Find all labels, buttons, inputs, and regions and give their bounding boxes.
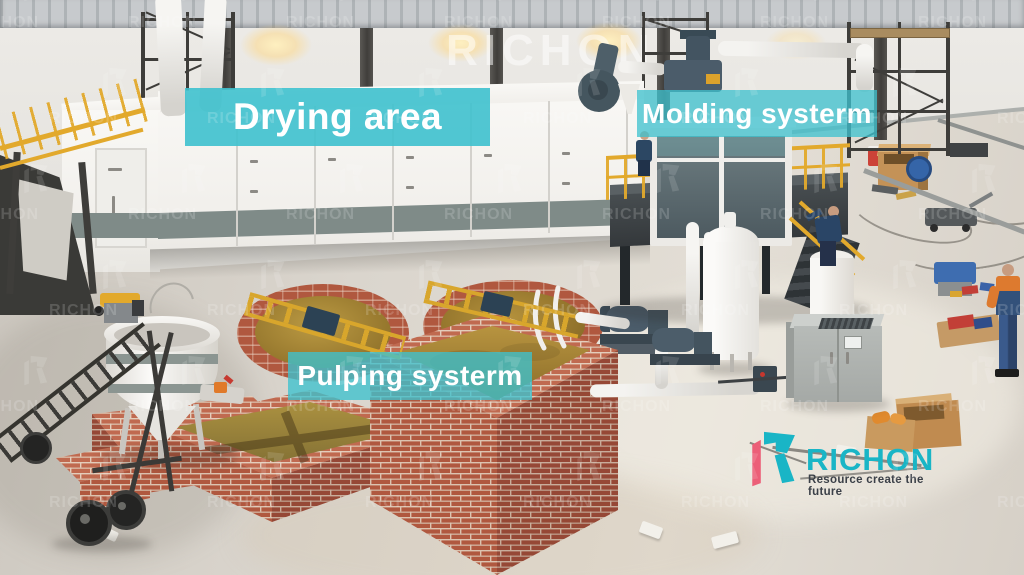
cabinet-door-split — [837, 326, 839, 402]
brick-step-top — [56, 444, 150, 482]
machine-wheel — [930, 224, 938, 232]
pump-head — [694, 332, 712, 354]
wheel-hub — [118, 502, 126, 510]
platform-leg — [620, 245, 630, 305]
worker-legs — [999, 315, 1017, 371]
steel-column — [360, 28, 373, 90]
richon-mark-icon — [752, 431, 795, 487]
logo-tagline: Resource create the future — [808, 474, 924, 498]
label-drying-area-text: Drying area — [232, 96, 443, 137]
conveyor-wheel — [106, 490, 146, 530]
label-molding-system-text: Molding systerm — [642, 97, 872, 129]
cabin-mullion — [719, 136, 724, 238]
cabinet-side — [786, 322, 796, 398]
motor-cap — [680, 30, 716, 39]
conveyor-motor — [104, 303, 138, 323]
air-duct-elbow — [856, 44, 873, 92]
left-tank-front — [150, 425, 272, 522]
wheel-hub — [80, 514, 90, 524]
floor-machine — [925, 208, 977, 226]
conveyor-drive — [132, 300, 144, 316]
machine-wheel — [962, 224, 970, 232]
label-molding-system: Molding systerm — [637, 90, 877, 137]
worker-torso — [996, 291, 1020, 315]
cable-coil — [906, 156, 932, 182]
stair-frame-opening — [17, 179, 74, 281]
conveyor-wheel — [66, 500, 112, 546]
cabinet-vent — [818, 318, 874, 329]
left-tank-liquid — [176, 402, 408, 462]
pump-base — [650, 354, 720, 365]
worker-shoes — [995, 369, 1019, 377]
worker-head — [828, 206, 839, 217]
motor-coupler — [706, 74, 720, 84]
tank-leg — [730, 354, 734, 372]
conveyor-wheel-small — [20, 432, 52, 464]
box-opening — [884, 154, 914, 164]
label-pulping-system-text: Pulping systerm — [297, 360, 523, 391]
cabinet-label — [844, 336, 862, 349]
pump-base — [600, 334, 660, 346]
worker-legs — [638, 160, 650, 176]
platform-leg — [762, 236, 770, 294]
cabin-mullion — [657, 158, 785, 162]
richon-logo: RICHON Resource create the future — [748, 424, 958, 498]
left-tank-streaks — [199, 410, 381, 464]
spare-part-yellow — [950, 291, 962, 297]
mixer-valve — [214, 382, 227, 393]
worker-legs — [820, 241, 836, 266]
dome-tank-nozzle — [724, 212, 736, 228]
pump-motor — [652, 328, 696, 352]
worker-torso — [636, 140, 652, 162]
conveyor-pulley — [94, 306, 104, 316]
junction-box-light — [760, 372, 765, 377]
worker-vest — [996, 276, 1020, 292]
blue-compressor — [934, 262, 976, 284]
vertical-pipe — [686, 222, 699, 348]
label-drying-area: Drying area — [185, 88, 490, 146]
floor-grate — [950, 143, 988, 157]
drying-machine-band-end — [62, 213, 160, 238]
worker-head — [1002, 264, 1014, 276]
mixer-band — [108, 384, 216, 393]
wall-light — [240, 24, 312, 66]
label-pulping-system: Pulping systerm — [288, 352, 532, 400]
tank-leg — [748, 352, 752, 370]
big-tank-front-right — [497, 350, 618, 575]
motor-elbow — [686, 36, 710, 64]
pump-plinth — [598, 344, 664, 354]
logo-brand-text: RICHON — [806, 442, 935, 477]
wall-light — [428, 24, 494, 62]
